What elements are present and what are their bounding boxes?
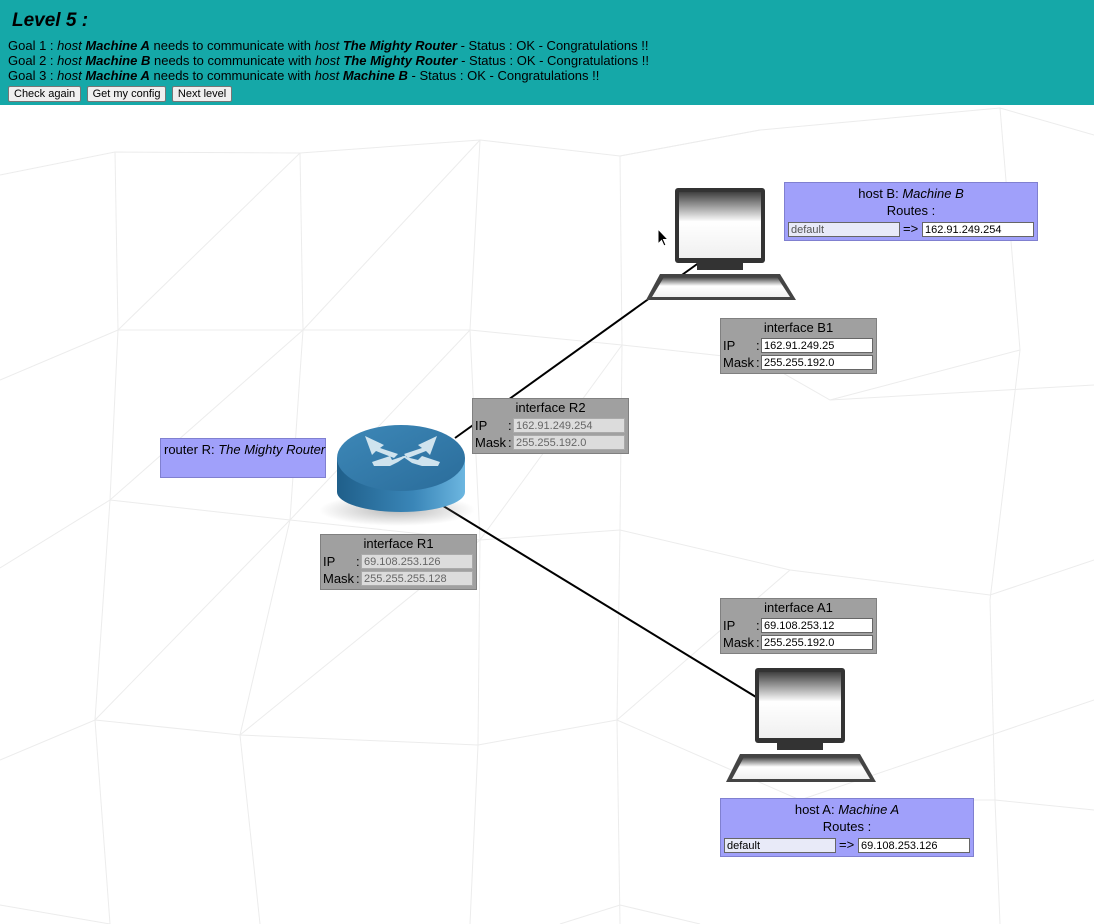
interface-r2-mask-field: [513, 435, 625, 450]
interface-b1-box: interface B1 IP : Mask :: [720, 318, 877, 374]
ip-label: IP: [723, 618, 736, 633]
goal-3: Goal 3 : host Machine A needs to communi…: [8, 68, 600, 83]
interface-r2-ip-row: IP :: [475, 418, 627, 433]
link-router-to-a: [439, 503, 757, 698]
goal-2: Goal 2 : host Machine B needs to communi…: [8, 53, 649, 68]
interface-r2-ip-field: [513, 418, 625, 433]
host-b-route-gateway[interactable]: [922, 222, 1034, 237]
action-buttons: Check again Get my config Next level: [8, 84, 1086, 102]
interface-a1-ip-field[interactable]: [761, 618, 873, 633]
mask-label: Mask: [723, 635, 755, 650]
mouse-pointer-icon: [657, 227, 670, 247]
interface-a1-mask-row: Mask :: [723, 635, 875, 650]
router-name: The Mighty Router: [218, 442, 326, 457]
host-a-title: host A: Machine A: [794, 802, 900, 817]
router-label: router R:: [164, 442, 215, 457]
interface-a1-ip-row: IP :: [723, 618, 875, 633]
host-b-routes-label: Routes :: [886, 203, 936, 218]
interface-r1-title: interface R1: [363, 536, 434, 551]
interface-r2-box: interface R2 IP : Mask :: [472, 398, 629, 454]
level-title: Level 5 :: [12, 10, 89, 31]
interface-b1-title: interface B1: [763, 320, 834, 335]
computer-a-icon[interactable]: [726, 668, 876, 782]
interface-b1-mask-row: Mask :: [723, 355, 875, 370]
interface-b1-ip-field[interactable]: [761, 338, 873, 353]
check-again-button[interactable]: Check again: [8, 86, 82, 102]
interface-b1-ip-row: IP :: [723, 338, 875, 353]
mask-label: Mask: [723, 355, 755, 370]
host-a-route-row: =>: [724, 837, 970, 853]
interface-r1-box: interface R1 IP : Mask :: [320, 534, 477, 590]
host-a-route-destination[interactable]: [724, 838, 836, 853]
host-a-routes-label: Routes :: [822, 819, 872, 834]
next-level-button[interactable]: Next level: [171, 86, 233, 102]
route-arrow: =>: [903, 221, 919, 236]
mask-label: Mask: [475, 435, 507, 450]
background-mesh: [0, 107, 1094, 924]
interface-r1-ip-field: [361, 554, 473, 569]
host-b-route-row: =>: [788, 221, 1034, 237]
route-arrow: =>: [839, 837, 855, 852]
computer-b-icon[interactable]: [646, 188, 796, 300]
host-b-title: host B: Machine B: [858, 186, 964, 201]
ip-label: IP: [323, 554, 336, 569]
router-icon[interactable]: [319, 425, 475, 526]
host-a-info-box: host A: Machine A Routes : =>: [720, 798, 974, 857]
interface-a1-mask-field[interactable]: [761, 635, 873, 650]
interface-a1-box: interface A1 IP : Mask :: [720, 598, 877, 654]
ip-label: IP: [475, 418, 488, 433]
interface-r1-ip-row: IP :: [323, 554, 475, 569]
get-config-button[interactable]: Get my config: [86, 86, 167, 102]
mask-label: Mask: [323, 571, 355, 586]
interface-r1-mask-field: [361, 571, 473, 586]
goal-1: Goal 1 : host Machine A needs to communi…: [8, 38, 649, 53]
interface-b1-mask-field[interactable]: [761, 355, 873, 370]
router-info-box: router R: The Mighty Router: [160, 438, 326, 478]
interface-r2-mask-row: Mask :: [475, 435, 627, 450]
ip-label: IP: [723, 338, 736, 353]
level-header: Level 5 : Goal 1 : host Machine A needs …: [0, 0, 1094, 105]
interface-r2-title: interface R2: [515, 400, 586, 415]
interface-r1-mask-row: Mask :: [323, 571, 475, 586]
interface-a1-title: interface A1: [764, 600, 833, 615]
host-b-route-destination: [788, 222, 900, 237]
host-a-route-gateway[interactable]: [858, 838, 970, 853]
host-b-info-box: host B: Machine B Routes : =>: [784, 182, 1038, 241]
